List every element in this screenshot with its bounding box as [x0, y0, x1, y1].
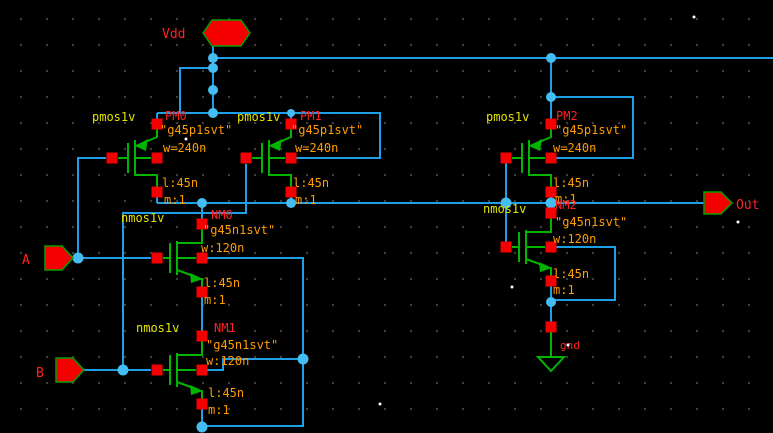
pm1-instance-label: PM1 [300, 109, 322, 123]
solder-dot [208, 63, 218, 73]
nm1-w-label: w:120n [206, 354, 249, 368]
transistor-pm2[interactable]: pmos1v PM2 "g45p1svt" w=240n l:45n m:1 [486, 109, 627, 206]
solder-dot [208, 53, 218, 63]
pm1-model-label: "g45p1svt" [291, 123, 363, 137]
nm0-w-label: w:120n [201, 241, 244, 255]
wire-a-to-pm0-gate[interactable] [77, 157, 106, 258]
pin-b-label: B [36, 366, 44, 381]
nm0-m-label: m:1 [204, 293, 226, 307]
solder-dot [117, 364, 129, 376]
pin-b[interactable]: B [36, 357, 86, 383]
grid-sparkles [184, 15, 740, 406]
gnd-terminal [545, 321, 557, 333]
pm0-instance-label: PM0 [165, 109, 187, 123]
pin-a-label: A [22, 253, 30, 268]
pin-out[interactable]: Out [703, 191, 759, 215]
wire-b-to-pm1-gate[interactable] [122, 164, 247, 370]
nm1-m-label: m:1 [208, 403, 230, 417]
pm1-m-label: m:1 [295, 193, 317, 207]
pm2-m-label: m:1 [555, 192, 577, 206]
solder-dot [287, 109, 295, 117]
nm0-l-label: l:45n [204, 276, 240, 290]
pm1-w-label: w=240n [295, 141, 338, 155]
pm0-m-label: m:1 [164, 193, 186, 207]
pm1-cell-label: pmos1v [237, 110, 280, 124]
nm1-l-label: l:45n [208, 386, 244, 400]
pin-out-arrow[interactable] [703, 191, 734, 215]
pm0-w-label: w=240n [163, 141, 206, 155]
transistor-nm2[interactable]: nmos1v NM2 "g45n1svt" w:120n l:45n m:1 [483, 198, 627, 297]
nm0-cell-label: nmos1v [121, 211, 164, 225]
nm2-model-label: "g45n1svt" [555, 215, 627, 229]
pm2-model-label: "g45p1svt" [555, 123, 627, 137]
transistor-pm1[interactable]: pmos1v PM1 "g45p1svt" w=240n l:45n m:1 [237, 109, 363, 207]
nm2-cell-label: nmos1v [483, 202, 526, 216]
pin-a[interactable]: A [22, 245, 75, 271]
pm1-l-label: l:45n [293, 176, 329, 190]
solder-dot [546, 53, 556, 63]
pm2-w-label: w=240n [553, 141, 596, 155]
nm1-cell-label: nmos1v [136, 321, 179, 335]
solder-dot [546, 297, 556, 307]
nm1-model-label: "g45n1svt" [206, 338, 278, 352]
pm2-l-label: l:45n [553, 176, 589, 190]
nm2-m-label: m:1 [553, 283, 575, 297]
vdd-symbol[interactable]: Vdd [162, 19, 251, 47]
solder-dot [208, 108, 218, 118]
solder-dots [72, 53, 557, 433]
pin-a-arrow[interactable] [44, 245, 75, 271]
pin-out-label: Out [736, 198, 759, 213]
solder-dot [208, 85, 218, 95]
wire-pmos-source-feed[interactable] [157, 112, 381, 159]
solder-dot [297, 353, 309, 365]
pm0-cell-label: pmos1v [92, 110, 135, 124]
nm2-instance-label: NM2 [555, 198, 577, 212]
pm2-instance-label: PM2 [556, 109, 578, 123]
nm2-w-label: w:120n [553, 232, 596, 246]
vdd-hexagon[interactable] [202, 19, 251, 47]
nm0-instance-label: NM0 [211, 208, 233, 222]
transistor-pm0[interactable]: pmos1v PM0 "g45p1svt" w=240n l:45n m:1 [92, 109, 232, 207]
transistor-nm0[interactable]: nmos1v NM0 "g45n1svt" w:120n l:45n m:1 [121, 208, 275, 307]
solder-dot [500, 197, 512, 209]
gnd-triangle [535, 356, 567, 373]
solder-dot [286, 198, 296, 208]
solder-dot [197, 198, 207, 208]
nm0-model-label: "g45n1svt" [203, 223, 275, 237]
nm1-instance-label: NM1 [214, 321, 236, 335]
wire-pm2-bulk-tie[interactable] [551, 96, 634, 159]
wire-vdd-left-branch[interactable] [179, 67, 213, 113]
nm2-l-label: l:45n [553, 267, 589, 281]
wire-nm1-bulk-jog[interactable] [207, 358, 303, 371]
pm0-l-label: l:45n [162, 176, 198, 190]
pm0-model-label: "g45p1svt" [160, 123, 232, 137]
wire-bulk-net[interactable] [201, 257, 304, 427]
solder-dot [196, 421, 208, 433]
gnd-label: gnd [560, 339, 580, 352]
gnd-symbol[interactable]: gnd [535, 321, 580, 373]
pm2-cell-label: pmos1v [486, 110, 529, 124]
vdd-label: Vdd [162, 27, 185, 42]
solder-dot [546, 92, 556, 102]
transistor-nm1[interactable]: nmos1v NM1 "g45n1svt" w:120n l:45n m:1 [136, 321, 278, 417]
solder-dot [72, 252, 84, 264]
pin-b-arrow[interactable] [55, 357, 86, 383]
solder-dot [545, 197, 557, 209]
wire-nm2-bulk-tie[interactable] [551, 246, 616, 301]
